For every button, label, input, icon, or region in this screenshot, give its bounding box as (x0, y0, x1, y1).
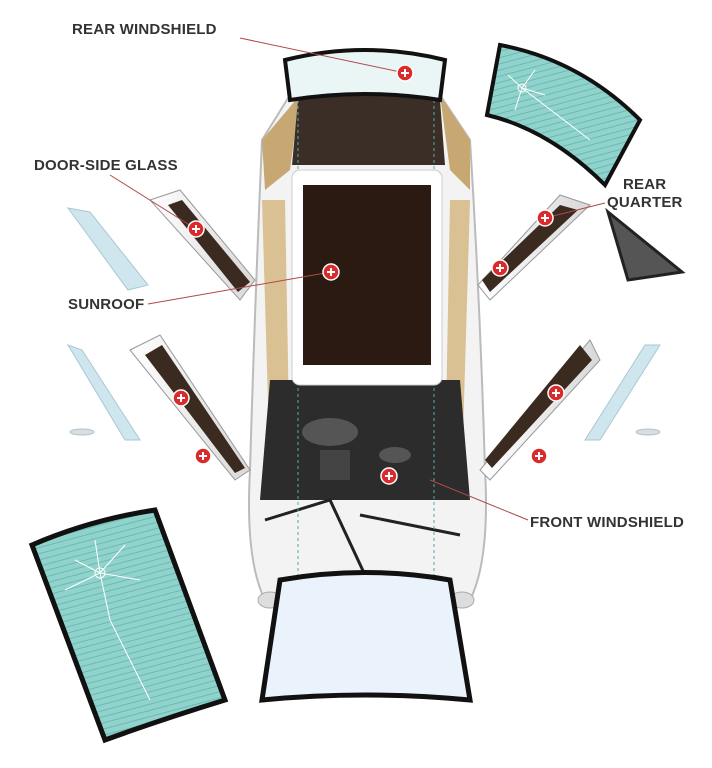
label-front-windshield: FRONT WINDSHIELD (530, 514, 685, 531)
leader-lines (109, 37, 606, 521)
crack-icon (507, 69, 591, 141)
front-windshield-glass (259, 570, 474, 703)
loose-rear-windshield (484, 42, 643, 189)
loose-door-glasses (66, 207, 661, 441)
crack-icon (64, 539, 151, 701)
loose-front-windshield (28, 507, 229, 744)
label-rear-windshield: REAR WINDSHIELD (72, 21, 217, 38)
plus-icons (177, 69, 560, 480)
label-sunroof: SUNROOF (68, 296, 145, 313)
sunroof-glass (291, 169, 443, 386)
label-rear-quarter-line2: QUARTER (607, 194, 683, 211)
rear-quarter-glass (605, 207, 686, 282)
label-rear-quarter-line1: REAR (623, 176, 667, 193)
label-door-side-glass: DOOR-SIDE GLASS (34, 157, 178, 174)
rear-windshield-glass (282, 48, 448, 103)
